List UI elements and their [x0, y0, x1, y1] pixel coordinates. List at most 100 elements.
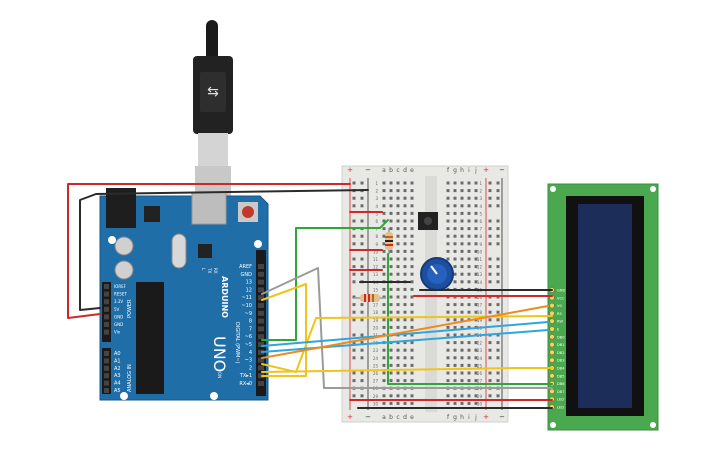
power-pin-socket[interactable]	[104, 306, 109, 312]
arduino-uno-board[interactable]: ARDUINO UNO DIGITAL (PWM~) POWER ANALOG …	[99, 188, 269, 401]
rail-hole[interactable]	[488, 356, 492, 360]
breadboard-hole[interactable]	[467, 196, 471, 200]
breadboard-hole[interactable]	[453, 310, 457, 314]
rail-hole[interactable]	[360, 394, 364, 398]
breadboard-hole[interactable]	[453, 265, 457, 269]
breadboard-hole[interactable]	[453, 181, 457, 185]
breadboard-hole[interactable]	[382, 234, 386, 238]
rail-hole[interactable]	[352, 394, 356, 398]
breadboard-hole[interactable]	[396, 325, 400, 329]
breadboard-hole[interactable]	[382, 394, 386, 398]
breadboard-hole[interactable]	[389, 325, 393, 329]
breadboard-hole[interactable]	[389, 181, 393, 185]
rail-hole[interactable]	[360, 348, 364, 352]
rail-hole[interactable]	[496, 234, 500, 238]
rail-hole[interactable]	[352, 303, 356, 307]
breadboard-hole[interactable]	[474, 348, 478, 352]
pushbutton[interactable]	[418, 212, 438, 230]
power-pin-socket[interactable]	[104, 284, 109, 289]
rail-hole[interactable]	[360, 204, 364, 208]
rail-hole[interactable]	[352, 348, 356, 352]
breadboard-hole[interactable]	[474, 356, 478, 360]
rail-hole[interactable]	[352, 341, 356, 345]
breadboard-hole[interactable]	[410, 227, 414, 231]
breadboard-hole[interactable]	[467, 249, 471, 253]
breadboard-hole[interactable]	[396, 356, 400, 360]
breadboard-hole[interactable]	[453, 394, 457, 398]
breadboard-hole[interactable]	[446, 249, 450, 253]
breadboard-hole[interactable]	[410, 325, 414, 329]
rail-hole[interactable]	[488, 303, 492, 307]
rail-hole[interactable]	[352, 356, 356, 360]
breadboard-hole[interactable]	[382, 379, 386, 383]
rail-hole[interactable]	[496, 227, 500, 231]
breadboard-hole[interactable]	[453, 196, 457, 200]
rail-hole[interactable]	[488, 341, 492, 345]
rail-hole[interactable]	[496, 394, 500, 398]
breadboard-hole[interactable]	[467, 371, 471, 375]
breadboard-hole[interactable]	[460, 219, 464, 223]
rail-hole[interactable]	[488, 204, 492, 208]
breadboard-hole[interactable]	[453, 356, 457, 360]
rail-hole[interactable]	[496, 348, 500, 352]
breadboard-hole[interactable]	[396, 371, 400, 375]
breadboard-hole[interactable]	[453, 341, 457, 345]
digital-pin-socket[interactable]	[258, 349, 264, 355]
lcd-pin[interactable]	[549, 373, 555, 379]
breadboard-hole[interactable]	[460, 318, 464, 322]
breadboard-hole[interactable]	[410, 219, 414, 223]
breadboard-hole[interactable]	[467, 310, 471, 314]
breadboard-hole[interactable]	[403, 325, 407, 329]
breadboard-hole[interactable]	[453, 401, 457, 405]
power-pin-socket[interactable]	[104, 314, 109, 320]
breadboard-hole[interactable]	[403, 303, 407, 307]
breadboard-hole[interactable]	[396, 242, 400, 246]
rail-hole[interactable]	[488, 189, 492, 193]
breadboard-hole[interactable]	[460, 257, 464, 261]
rail-hole[interactable]	[352, 242, 356, 246]
breadboard-hole[interactable]	[460, 204, 464, 208]
breadboard-hole[interactable]	[453, 219, 457, 223]
breadboard-hole[interactable]	[474, 257, 478, 261]
breadboard-hole[interactable]	[389, 257, 393, 261]
breadboard-hole[interactable]	[382, 219, 386, 223]
breadboard-hole[interactable]	[389, 189, 393, 193]
rail-hole[interactable]	[352, 257, 356, 261]
breadboard-hole[interactable]	[467, 204, 471, 208]
breadboard-hole[interactable]	[446, 341, 450, 345]
breadboard-hole[interactable]	[460, 227, 464, 231]
breadboard-hole[interactable]	[410, 272, 414, 276]
breadboard-hole[interactable]	[382, 295, 386, 299]
breadboard-hole[interactable]	[474, 196, 478, 200]
breadboard-hole[interactable]	[396, 265, 400, 269]
breadboard-hole[interactable]	[453, 280, 457, 284]
breadboard-hole[interactable]	[467, 394, 471, 398]
digital-pin-socket[interactable]	[258, 287, 264, 293]
breadboard-hole[interactable]	[460, 272, 464, 276]
rail-hole[interactable]	[496, 303, 500, 307]
analog-header[interactable]	[102, 348, 111, 394]
breadboard-hole[interactable]	[410, 242, 414, 246]
rail-hole[interactable]	[352, 196, 356, 200]
breadboard-hole[interactable]	[382, 303, 386, 307]
breadboard-hole[interactable]	[382, 227, 386, 231]
breadboard-hole[interactable]	[446, 219, 450, 223]
breadboard-hole[interactable]	[460, 242, 464, 246]
rail-hole[interactable]	[488, 348, 492, 352]
breadboard-hole[interactable]	[396, 318, 400, 322]
rail-hole[interactable]	[488, 310, 492, 314]
breadboard-hole[interactable]	[410, 318, 414, 322]
breadboard-hole[interactable]	[389, 196, 393, 200]
rail-hole[interactable]	[360, 303, 364, 307]
breadboard-hole[interactable]	[382, 401, 386, 405]
breadboard-hole[interactable]	[389, 356, 393, 360]
rail-hole[interactable]	[360, 379, 364, 383]
breadboard-hole[interactable]	[446, 204, 450, 208]
breadboard-hole[interactable]	[467, 189, 471, 193]
breadboard-hole[interactable]	[410, 371, 414, 375]
breadboard-hole[interactable]	[396, 196, 400, 200]
breadboard-hole[interactable]	[396, 249, 400, 253]
breadboard-hole[interactable]	[389, 287, 393, 291]
analog-pin-socket[interactable]	[104, 388, 109, 393]
rail-hole[interactable]	[496, 371, 500, 375]
